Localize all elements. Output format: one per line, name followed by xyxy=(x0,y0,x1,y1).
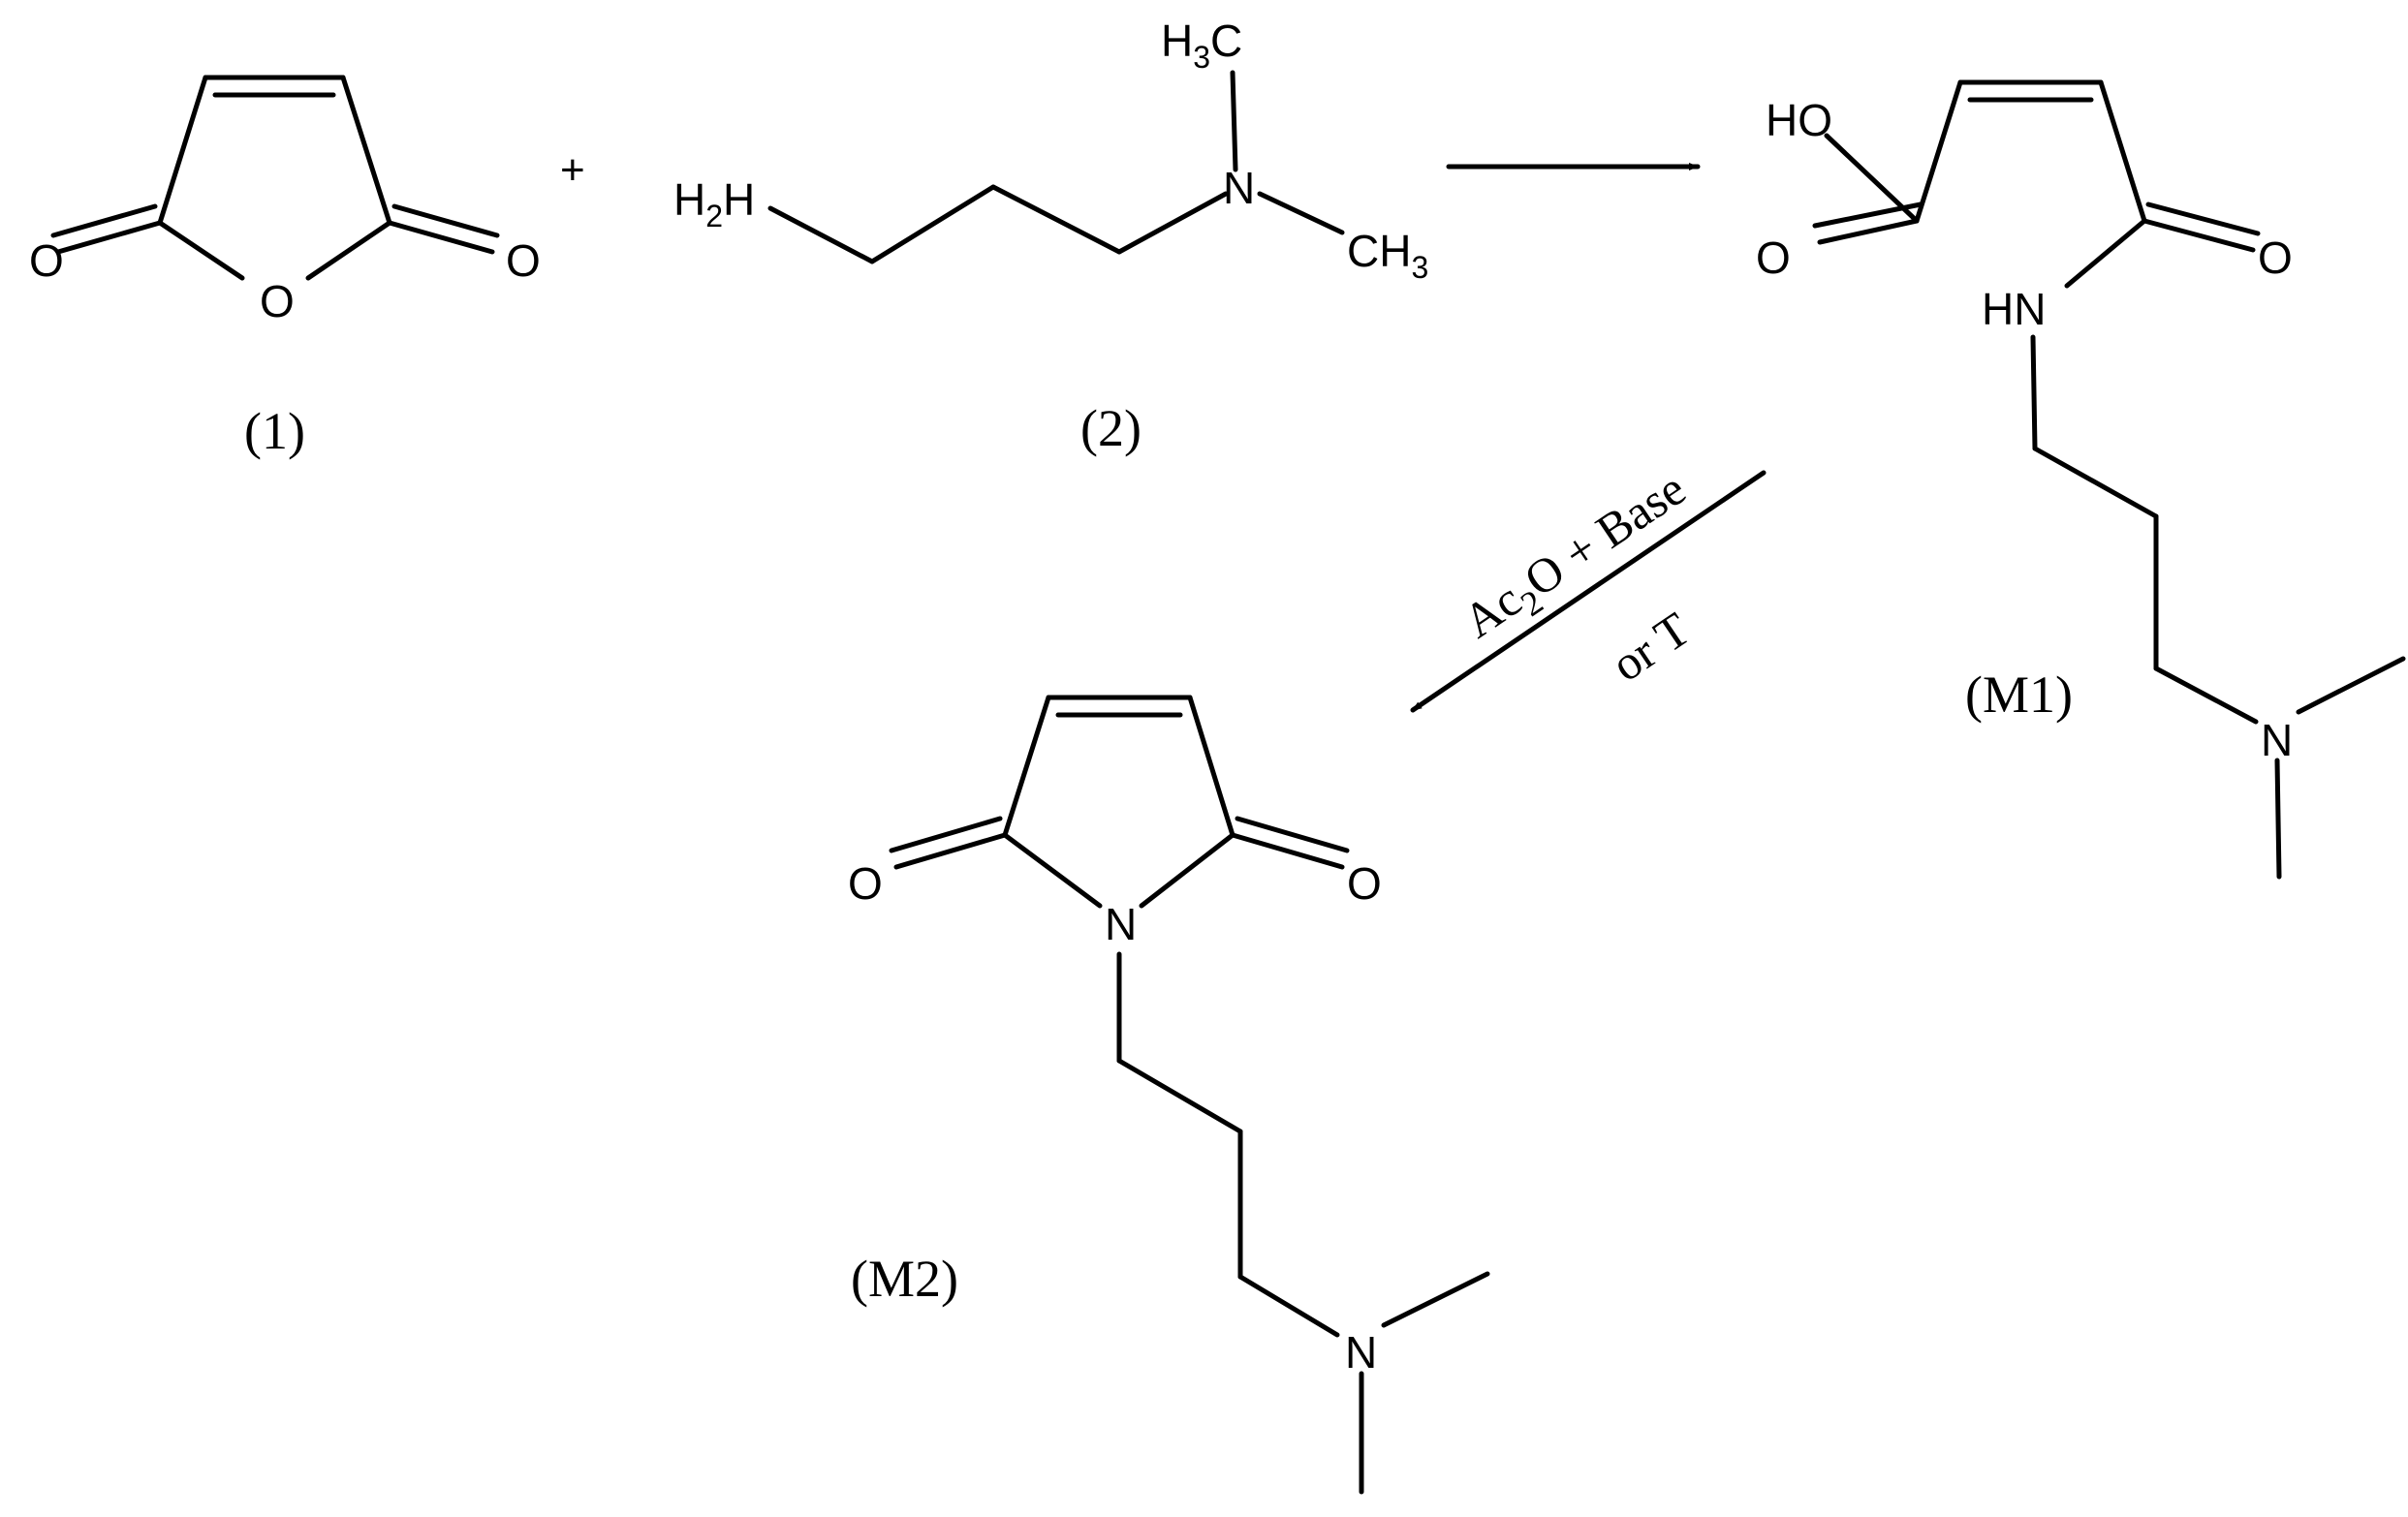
c2-methyl-top: H3C xyxy=(1161,15,1242,75)
reaction-conditions-line2: or T xyxy=(1602,602,1700,692)
compound-m1-maleamic-acid: HO O O HN N (M1) xyxy=(1756,79,2406,880)
c2-methyl-right: CH3 xyxy=(1347,226,1428,285)
compound-2-label: (2) xyxy=(1080,399,1141,457)
compound-m1-bonds xyxy=(1812,79,2406,880)
compound-1-label: (1) xyxy=(244,402,305,460)
compound-m1-label: (M1) xyxy=(1965,666,2073,724)
compound-1-maleic-anhydride: O O O (1) xyxy=(29,75,541,460)
plus-sign: + xyxy=(560,146,585,194)
compound-m2-bonds xyxy=(889,695,1490,1495)
c1-oxygen-ring: O xyxy=(260,276,295,326)
m1-amide-nh: HN xyxy=(1982,284,2046,334)
compound-m2-label: (M2) xyxy=(851,1250,958,1308)
compound-2-bonds xyxy=(767,70,1345,264)
m2-oxygen-left: O xyxy=(848,858,883,909)
reaction-arrow-diagonal xyxy=(1410,470,1767,713)
m2-oxygen-right: O xyxy=(1347,858,1382,909)
compound-2-dmapa: H2H N H3C CH3 (2) xyxy=(673,15,1428,457)
c1-oxygen-left: O xyxy=(29,235,64,286)
compound-1-bonds xyxy=(50,75,500,281)
c2-nitrogen: N xyxy=(1223,163,1255,213)
c2-amine-h2: H2H xyxy=(673,174,755,233)
compound-m2-maleimide: O O N N (M2) xyxy=(848,695,1490,1495)
m1-nitrogen: N xyxy=(2261,715,2293,765)
m2-nitrogen: N xyxy=(1345,1327,1377,1378)
svg-text:or T: or T xyxy=(1602,602,1700,692)
m1-oxygen-acid: O xyxy=(1756,232,1791,283)
m1-oxygen-amide: O xyxy=(2258,232,2293,283)
c1-oxygen-right: O xyxy=(506,235,541,286)
m2-nitrogen-ring: N xyxy=(1105,899,1137,949)
m1-hydroxyl: HO xyxy=(1766,95,1832,145)
